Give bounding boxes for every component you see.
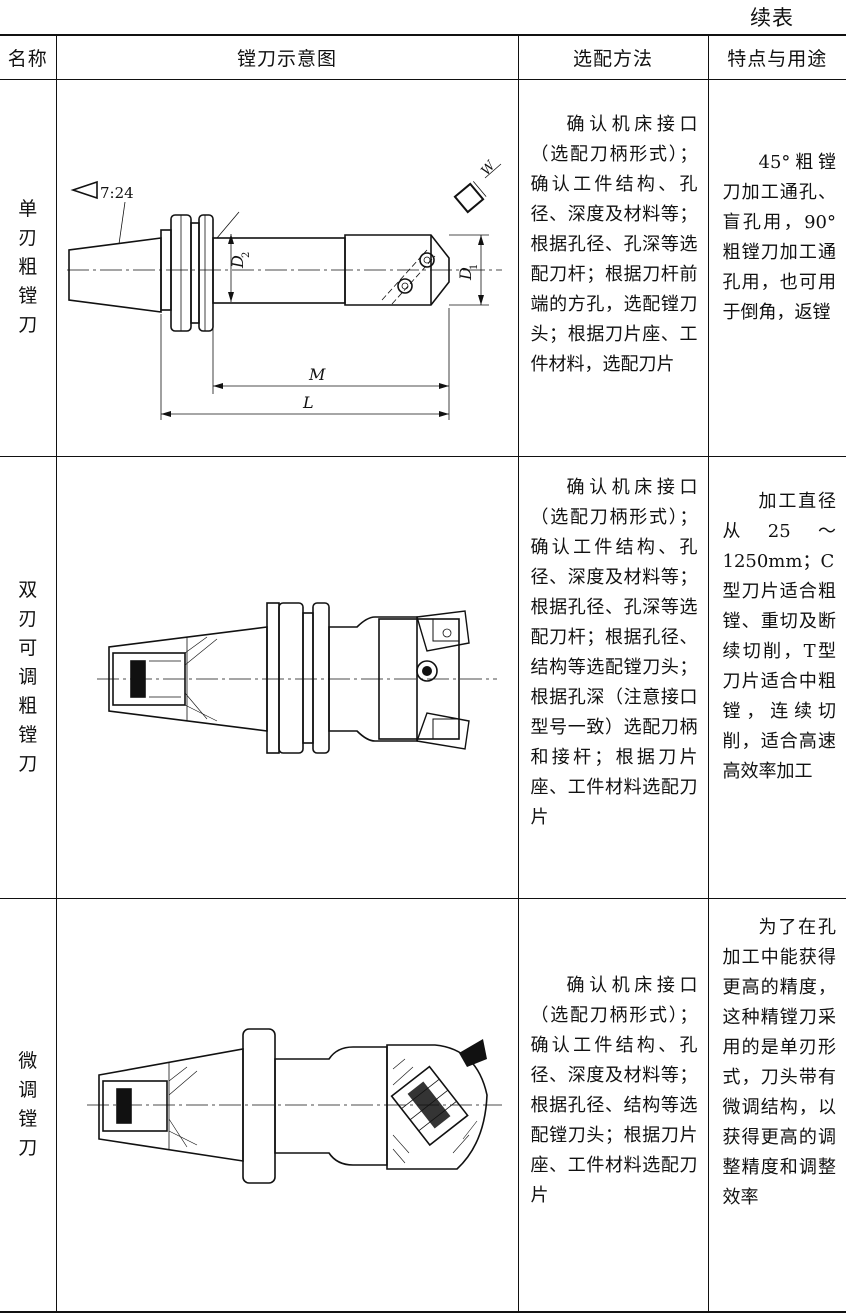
table-row: 双刃可调粗镗刀 [0,456,846,898]
header-method: 选配方法 [518,35,708,79]
tool-name-cell: 微调镗刀 [0,898,56,1312]
d2-subscript: 2 [241,251,252,257]
feature-text: 加工直径从25～1250mm；C型刀片适合粗镗、重切及断续切削，T型刀片适合中粗… [709,457,846,787]
feature-text: 45°粗镗刀加工通孔、盲孔用，90°粗镗刀加工通孔用，也可用于倒角，返镗 [709,80,846,328]
taper-label: 7:24 [100,184,134,202]
feature-text: 为了在孔加工中能获得更高的精度，这种精镗刀采用的是单刃形式，刀头带有微调结构，以… [709,899,846,1213]
header-row: 名称 镗刀示意图 选配方法 特点与用途 [0,35,846,79]
continued-label: 续表 [750,2,794,32]
method-cell: 确认机床接口（选配刀柄形式）；确认工件结构、孔径、深度及材料等；根据孔径、孔深等… [518,79,708,456]
method-cell: 确认机床接口（选配刀柄形式）；确认工件结构、孔径、深度及材料等；根据孔径、结构等… [518,898,708,1312]
twin-edge-boring-diagram [56,456,518,898]
single-edge-boring-diagram: 7:24 D 2 D 1 [56,79,518,456]
header-feature: 特点与用途 [708,35,846,79]
method-text: 确认机床接口（选配刀柄形式）；确认工件结构、孔径、深度及材料等；根据孔径、结构等… [519,899,708,1211]
method-text: 确认机床接口（选配刀柄形式）；确认工件结构、孔径、深度及材料等；根据孔径、孔深等… [519,80,708,380]
w-label: W [478,157,499,178]
header-name: 名称 [0,35,56,79]
header-diagram: 镗刀示意图 [56,35,518,79]
tool-name: 双刃可调粗镗刀 [17,576,39,779]
fine-boring-diagram [56,898,518,1312]
table-row: 单刃粗镗刀 [0,79,846,456]
boring-tool-table: 名称 镗刀示意图 选配方法 特点与用途 单刃粗镗刀 [0,34,846,1313]
tool-name: 微调镗刀 [17,1047,39,1163]
tool-name: 单刃粗镗刀 [17,195,39,340]
tool-name-cell: 单刃粗镗刀 [0,79,56,456]
feature-cell: 45°粗镗刀加工通孔、盲孔用，90°粗镗刀加工通孔用，也可用于倒角，返镗 [708,79,846,456]
method-cell: 确认机床接口（选配刀柄形式）；确认工件结构、孔径、深度及材料等；根据孔径、孔深等… [518,456,708,898]
method-text: 确认机床接口（选配刀柄形式）；确认工件结构、孔径、深度及材料等；根据孔径、孔深等… [519,457,708,833]
l-label: L [302,393,314,412]
feature-cell: 加工直径从25～1250mm；C型刀片适合粗镗、重切及断续切削，T型刀片适合中粗… [708,456,846,898]
table-row: 微调镗刀 [0,898,846,1312]
m-label: M [308,365,326,384]
tool-name-cell: 双刃可调粗镗刀 [0,456,56,898]
feature-cell: 为了在孔加工中能获得更高的精度，这种精镗刀采用的是单刃形式，刀头带有微调结构，以… [708,898,846,1312]
d1-subscript: 1 [469,263,480,269]
